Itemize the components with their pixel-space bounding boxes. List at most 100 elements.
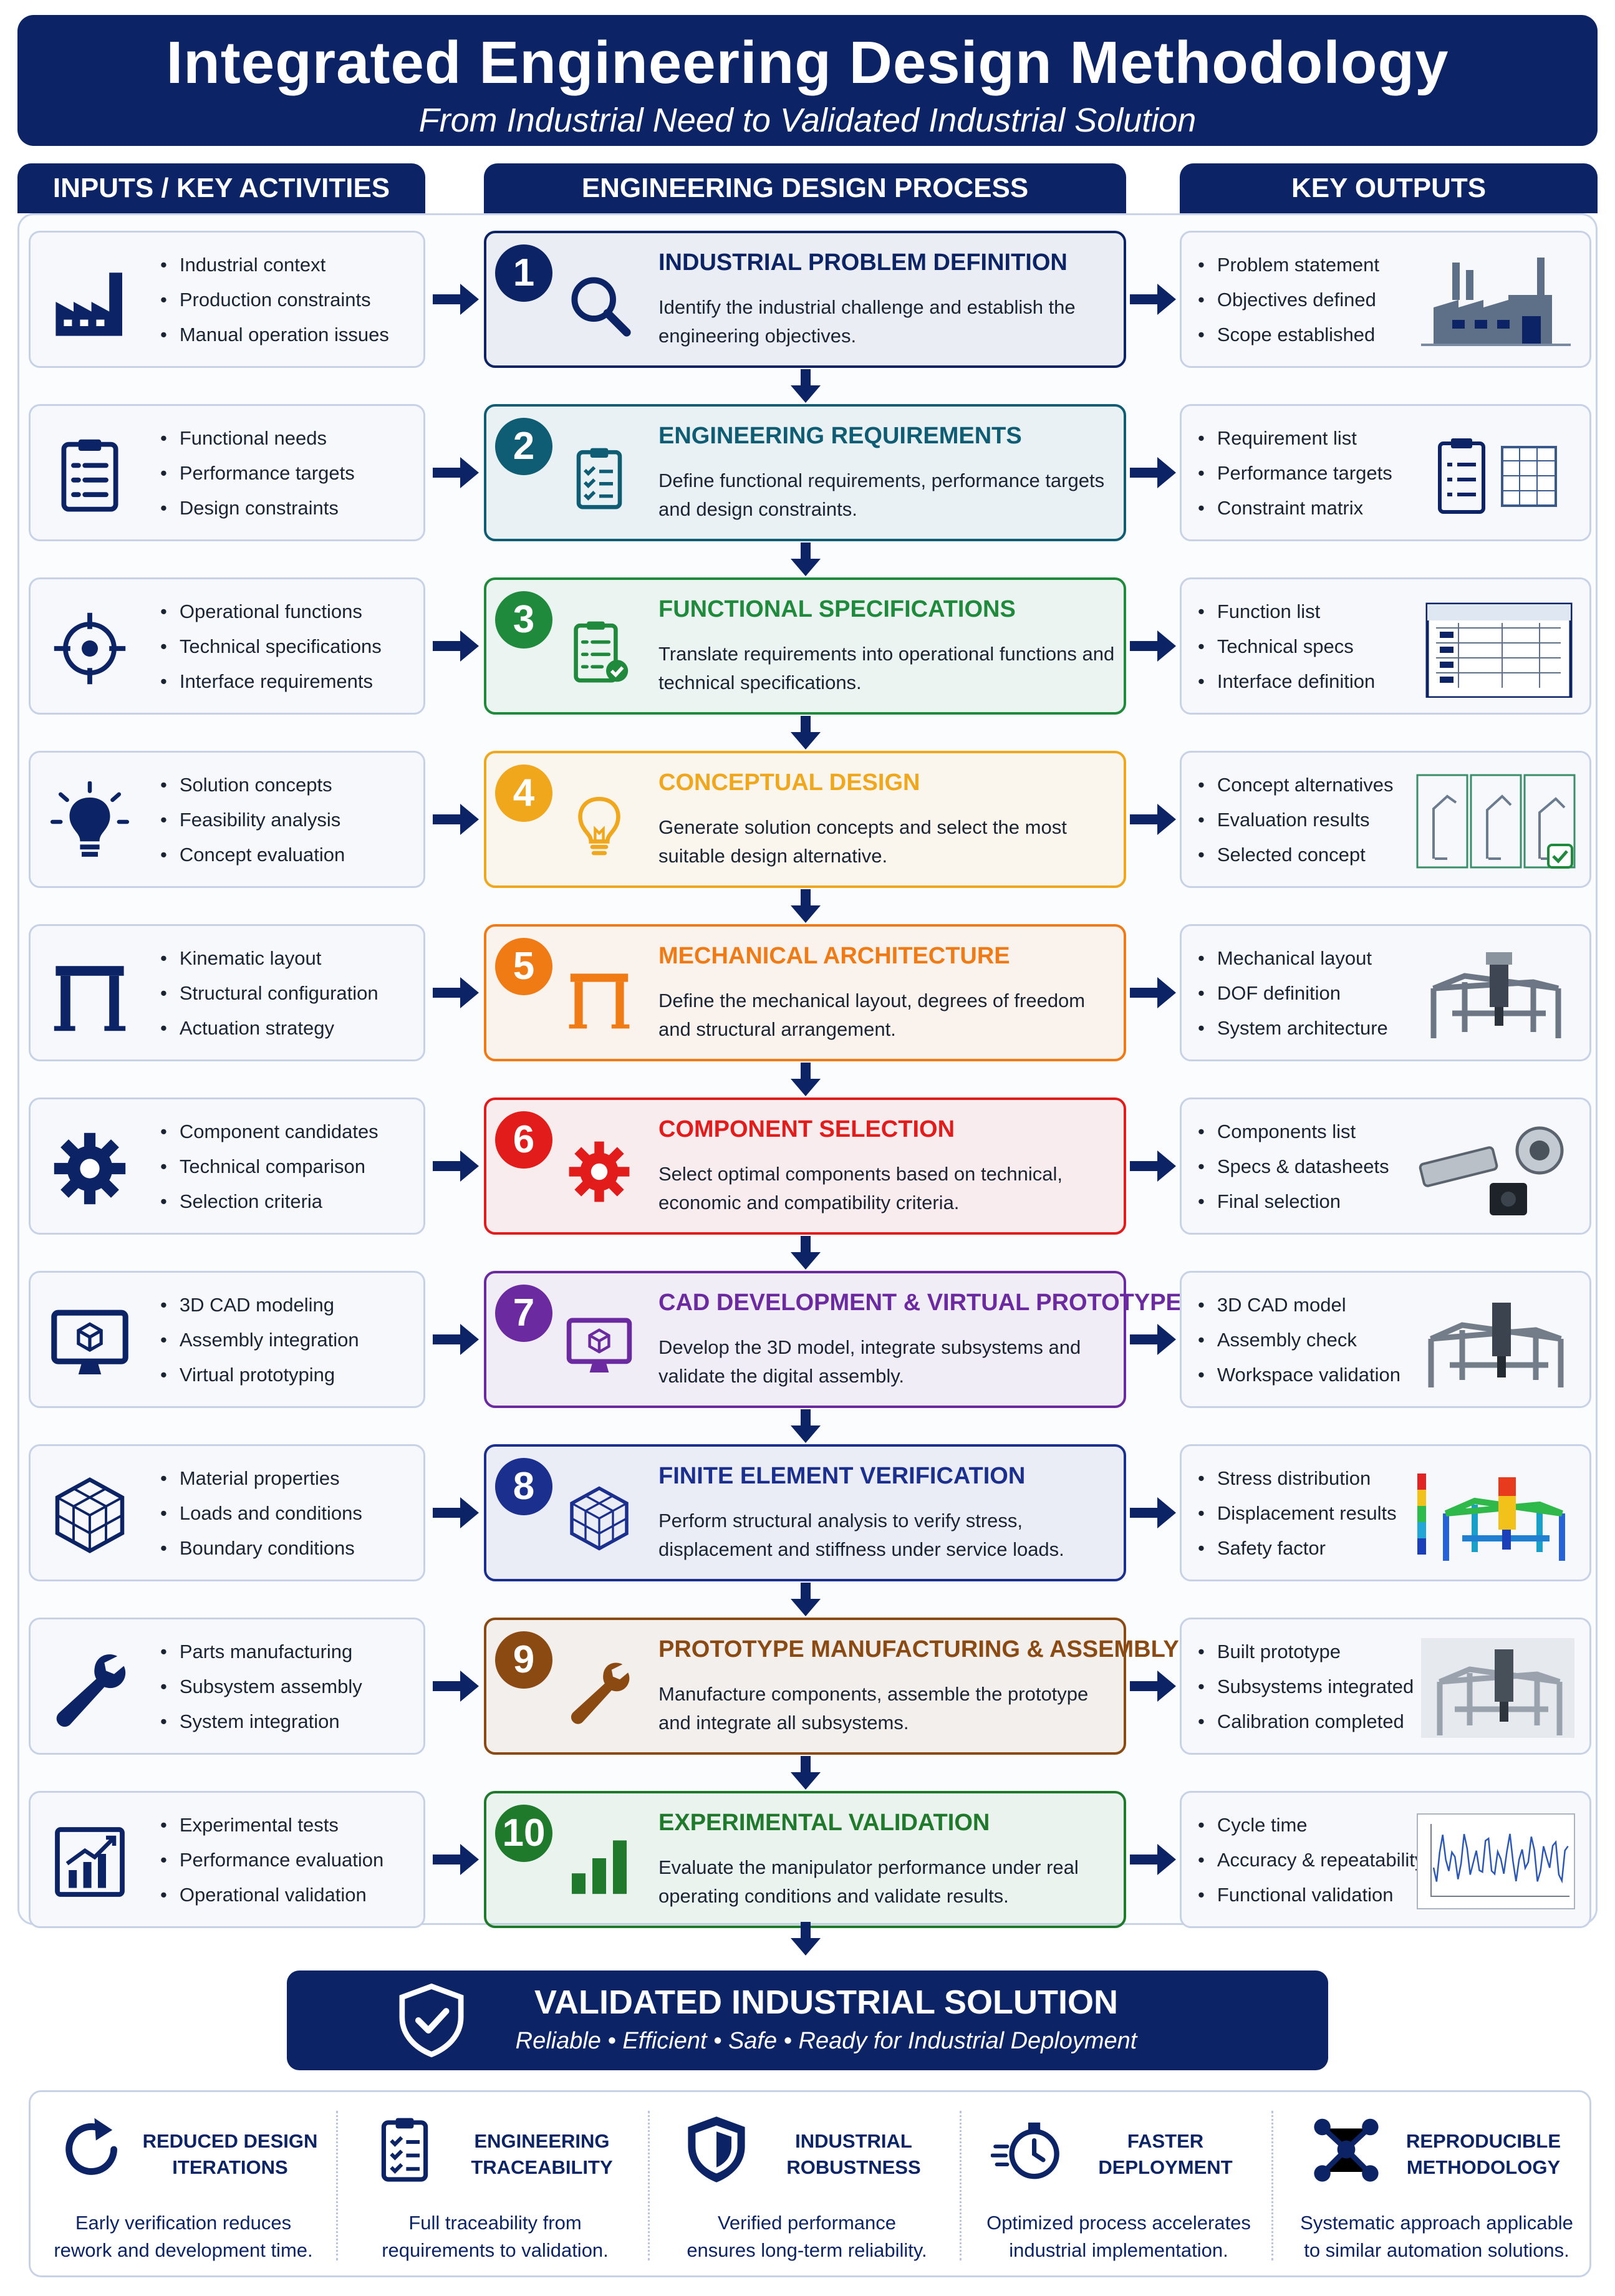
shield-check-icon: [399, 1983, 464, 2058]
outputs-box: Components list Specs & datasheets Final…: [1180, 1097, 1591, 1235]
output-item: Components list: [1198, 1114, 1389, 1149]
cad-model-render: [1428, 1303, 1564, 1387]
outputs-list: Built prototype Subsystems integrated Ca…: [1198, 1634, 1414, 1739]
benefit-title: METHODOLOGY: [1406, 2156, 1561, 2178]
stopwatch-icon: [991, 2122, 1059, 2179]
down-arrow: [791, 369, 821, 403]
step-title: CONCEPTUAL DESIGN: [658, 769, 920, 796]
gantry-frame-icon: [569, 973, 630, 1029]
outputs-list: Mechanical layout DOF definition System …: [1198, 941, 1388, 1046]
gantry-robot-render: [1430, 952, 1561, 1038]
output-item: Interface definition: [1198, 664, 1375, 699]
factory-illustration: [1421, 258, 1571, 346]
outputs-box: Cycle time Accuracy & repeatability Func…: [1180, 1791, 1591, 1928]
inputs-box: Operational functions Technical specific…: [29, 577, 425, 715]
down-arrow: [791, 1583, 821, 1616]
step-number-badge: 10: [495, 1805, 552, 1862]
specification-table: [1425, 602, 1573, 698]
benefit-title: ENGINEERING: [474, 2130, 610, 2152]
fea-contour-render: [1417, 1474, 1565, 1561]
inputs-list: Component candidates Technical compariso…: [160, 1114, 378, 1219]
benefit-divider: [336, 2111, 338, 2260]
input-item: System integration: [160, 1704, 362, 1739]
inputs-box: Parts manufacturing Subsystem assembly S…: [29, 1618, 425, 1755]
step-description: Evaluate the manipulator performance und…: [658, 1856, 1079, 1907]
inputs-list: Parts manufacturing Subsystem assembly S…: [160, 1634, 362, 1739]
step-title: CAD DEVELOPMENT & VIRTUAL PROTOTYPE: [658, 1290, 1182, 1316]
output-item: Selected concept: [1198, 837, 1393, 872]
right-arrow: [1130, 457, 1176, 488]
outputs-box: Stress distribution Displacement results…: [1180, 1444, 1591, 1581]
inputs-list: Kinematic layout Structural configuratio…: [160, 941, 378, 1046]
output-item: Safety factor: [1198, 1531, 1397, 1566]
benefit-desc: Full traceability from: [408, 2212, 582, 2234]
inputs-box: Component candidates Technical compariso…: [29, 1097, 425, 1235]
step-number-badge: 7: [495, 1285, 552, 1342]
step-number-badge: 4: [495, 765, 552, 822]
step-number-badge: 3: [495, 591, 552, 649]
input-item: Experimental tests: [160, 1808, 383, 1843]
outputs-list: Function list Technical specs Interface …: [1198, 594, 1375, 699]
inputs-box: Kinematic layout Structural configuratio…: [29, 924, 425, 1061]
input-item: Technical comparison: [160, 1149, 378, 1184]
step-title: COMPONENT SELECTION: [658, 1116, 955, 1142]
output-item: Functional validation: [1198, 1878, 1424, 1913]
test-signal-plot: [1417, 1813, 1575, 1909]
right-arrow: [433, 1324, 479, 1355]
output-item: Constraint matrix: [1198, 491, 1392, 526]
magnifier-icon: [571, 277, 631, 337]
monitor-cube-icon: [566, 1318, 632, 1372]
final-subtitle: Reliable • Efficient • Safe • Ready for …: [515, 2028, 1137, 2054]
process-step-box: 1 INDUSTRIAL PROBLEM DEFINITION Identify…: [484, 231, 1126, 368]
step-title: FINITE ELEMENT VERIFICATION: [658, 1463, 1026, 1489]
input-item: Performance evaluation: [160, 1843, 383, 1878]
output-item: Built prototype: [1198, 1634, 1414, 1669]
input-item: Subsystem assembly: [160, 1669, 362, 1704]
benefit-title: INDUSTRIAL: [795, 2130, 912, 2152]
benefit-desc: requirements to validation.: [382, 2239, 609, 2261]
right-arrow: [1130, 1497, 1176, 1528]
benefit-traceability: ENGINEERING TRACEABILITY Full traceabilit…: [342, 2092, 642, 2279]
outputs-box: Mechanical layout DOF definition System …: [1180, 924, 1591, 1061]
benefit-title: TRACEABILITY: [471, 2156, 613, 2178]
inputs-box: Industrial context Production constraint…: [29, 231, 425, 368]
down-arrow: [791, 889, 821, 923]
benefit-title: ITERATIONS: [172, 2156, 288, 2178]
process-step-box: 6 COMPONENT SELECTION Select optimal com…: [484, 1097, 1126, 1235]
wrench-icon: [56, 1654, 126, 1727]
outputs-box: Requirement list Performance targets Con…: [1180, 404, 1591, 541]
output-item: Technical specs: [1198, 629, 1375, 664]
process-step-box: 3 FUNCTIONAL SPECIFICATIONS Translate re…: [484, 577, 1126, 715]
process-step-box: 2 ENGINEERING REQUIREMENTS Define functi…: [484, 404, 1126, 541]
factory-icon: [55, 273, 122, 336]
step-description: Develop the 3D model, integrate subsyste…: [658, 1336, 1081, 1387]
output-item: Scope established: [1198, 317, 1379, 352]
input-item: Kinematic layout: [160, 941, 378, 976]
benefit-title: FASTER: [1127, 2130, 1204, 2152]
input-item: Structural configuration: [160, 976, 378, 1011]
input-item: Component candidates: [160, 1114, 378, 1149]
column-header-outputs: KEY OUTPUTS: [1180, 163, 1598, 213]
benefit-desc: rework and development time.: [54, 2239, 313, 2261]
benefit-divider: [1271, 2111, 1273, 2260]
down-arrow: [791, 716, 821, 750]
gear-icon: [569, 1141, 630, 1202]
outputs-box: Function list Technical specs Interface …: [1180, 577, 1591, 715]
inputs-list: Solution concepts Feasibility analysis C…: [160, 768, 345, 872]
input-item: Actuation strategy: [160, 1011, 378, 1046]
step-number-badge: 1: [495, 244, 552, 302]
input-item: Parts manufacturing: [160, 1634, 362, 1669]
down-arrow: [791, 1236, 821, 1270]
process-step-box: 4 CONCEPTUAL DESIGN Generate solution co…: [484, 751, 1126, 888]
inputs-box: Solution concepts Feasibility analysis C…: [29, 751, 425, 888]
network-nodes-icon: [1314, 2118, 1379, 2182]
output-item: Workspace validation: [1198, 1358, 1400, 1392]
right-arrow: [433, 284, 479, 315]
outputs-list: Stress distribution Displacement results…: [1198, 1461, 1397, 1566]
down-arrow-final: [791, 1922, 821, 1956]
clipboard-checklist-icon: [576, 448, 622, 509]
clipboard-icon: [61, 439, 118, 512]
benefit-desc: Verified performance: [717, 2212, 897, 2234]
